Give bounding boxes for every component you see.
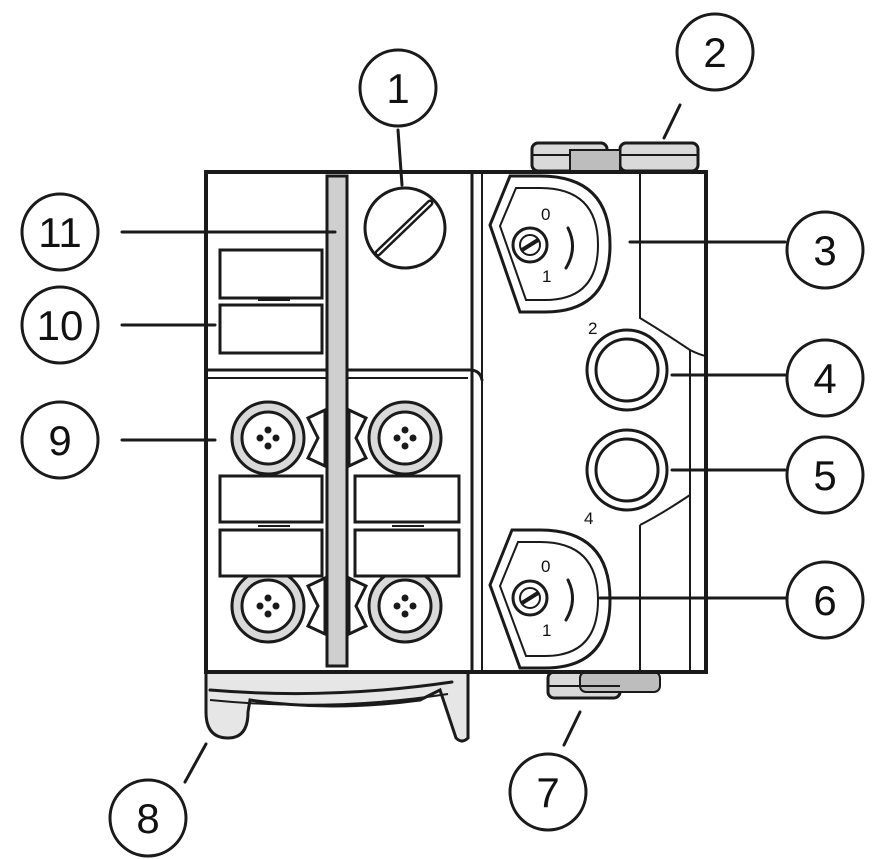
callout-5: 5: [785, 435, 865, 515]
center-rail: [325, 174, 349, 668]
callout-4: 4: [785, 338, 865, 418]
manual-override-upper: 0 1: [488, 174, 612, 314]
screw-icon: [363, 186, 447, 270]
callout-6: 6: [785, 560, 865, 640]
callout-8-label: 8: [136, 795, 159, 842]
callout-7-label: 7: [536, 769, 559, 816]
port-label-2: 2: [588, 319, 597, 338]
switch-lower-pos1: 1: [542, 621, 551, 640]
switch-upper-pos0: 0: [541, 205, 550, 224]
callout-2: 2: [675, 12, 755, 92]
connector-icon: [230, 568, 306, 644]
callout-3: 3: [785, 210, 865, 290]
callout-9-label: 9: [48, 417, 71, 464]
mounting-clip: [204, 670, 470, 743]
manual-override-lower: 0 1: [488, 528, 612, 670]
label-windows-middle: [218, 474, 461, 578]
bottom-fittings: [546, 670, 661, 700]
callout-2-label: 2: [703, 29, 726, 76]
callout-10: 10: [20, 285, 100, 365]
connectors: [230, 400, 443, 644]
port-label-4: 4: [584, 509, 593, 528]
callout-4-label: 4: [813, 355, 836, 402]
callout-9: 9: [20, 400, 100, 480]
top-fittings: [530, 141, 700, 173]
label-windows-top: [218, 248, 324, 355]
switch-lower-pos0: 0: [541, 557, 550, 576]
connector-icon: [367, 568, 443, 644]
callout-3-label: 3: [813, 227, 836, 274]
connector-icon: [367, 400, 443, 476]
switch-upper-pos1: 1: [542, 267, 551, 286]
callout-7: 7: [508, 752, 588, 832]
connector-icon: [230, 400, 306, 476]
leader-lines: [120, 103, 787, 784]
callout-11-label: 11: [38, 209, 82, 256]
callout-6-label: 6: [813, 577, 836, 624]
callout-5-label: 5: [813, 452, 836, 499]
working-ports: 2 4: [584, 319, 669, 528]
callout-10-label: 10: [37, 302, 84, 349]
callout-1-label: 1: [386, 65, 409, 112]
callout-1: 1: [358, 48, 438, 128]
callout-11: 11: [20, 192, 100, 272]
callout-8: 8: [108, 778, 188, 858]
